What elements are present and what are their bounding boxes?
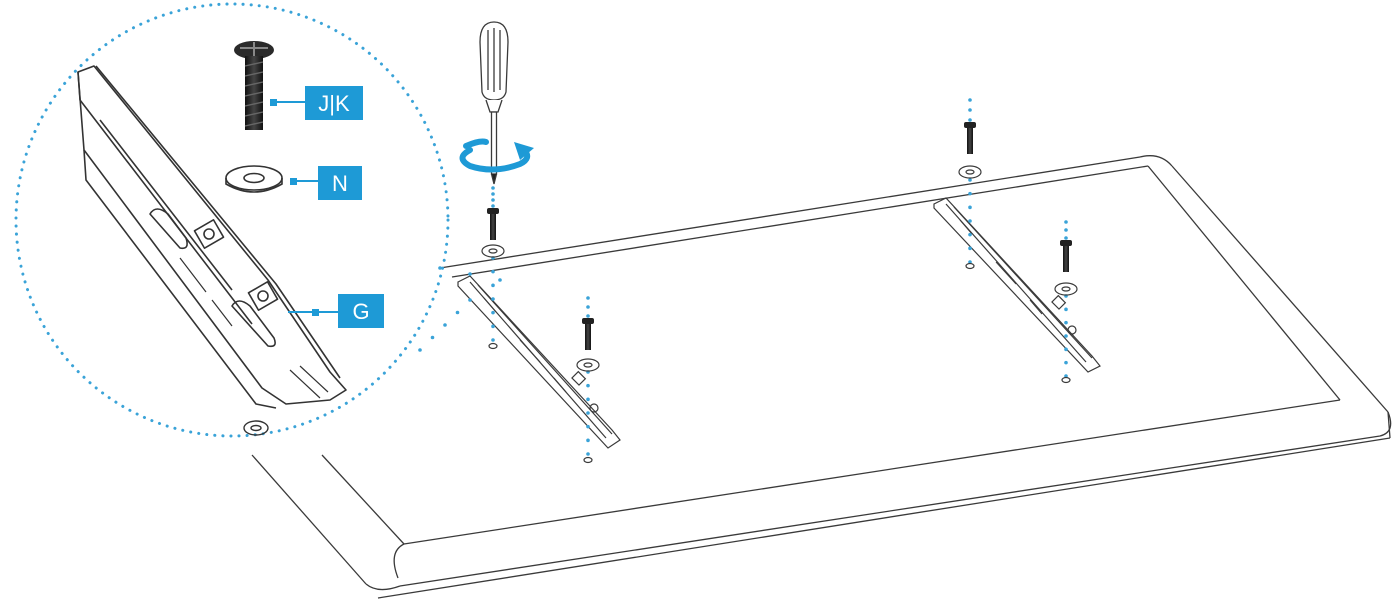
tv-corner-top-right (1139, 155, 1173, 167)
guide-dot (1064, 220, 1068, 224)
washer-icon (243, 420, 269, 436)
guide-dot (468, 298, 472, 302)
tv-front-inner (403, 399, 1341, 545)
guide-dot (418, 348, 422, 352)
guide-dot (1064, 236, 1068, 240)
guide-dot (968, 178, 972, 182)
guide-dot (491, 192, 495, 196)
tv-back-panel (251, 155, 1392, 599)
guide-dot (438, 266, 442, 270)
guide-dot (498, 278, 502, 282)
guide-dot (968, 219, 972, 223)
tv-top-edge (439, 156, 1141, 269)
guide-dot (468, 272, 472, 276)
detail-callout: J|K N G (14, 2, 450, 438)
guide-dot (1064, 307, 1068, 312)
bracket-right (933, 197, 1101, 373)
washer-icon (225, 165, 283, 193)
guide-dot (968, 98, 972, 102)
guide-dot (1064, 360, 1068, 365)
guide-dot (586, 438, 590, 443)
guide-dot (1064, 334, 1068, 338)
screw-icon (487, 122, 1072, 350)
guide-dot (586, 383, 590, 388)
guide-dot (968, 246, 972, 251)
tv-top-edge-inner (451, 165, 1149, 278)
tv-corner-bottom (365, 583, 401, 591)
guide-dot (491, 297, 495, 301)
label-bracket-text: G (352, 299, 369, 324)
guide-dot (586, 424, 590, 429)
tv-left-edge (251, 454, 367, 585)
guide-dot (586, 305, 590, 309)
tv-corner-front-left (393, 543, 405, 579)
detail-circle (14, 2, 450, 438)
guide-dot (586, 296, 590, 300)
guide-dot (968, 205, 972, 210)
tv-left-bevel (321, 454, 405, 545)
guide-dot (1064, 374, 1068, 378)
guide-dot (968, 118, 972, 122)
guide-dot (491, 186, 495, 190)
guide-dot (968, 260, 972, 264)
guide-dot (586, 397, 590, 402)
guide-dot (586, 411, 590, 415)
guide-dot (455, 310, 460, 315)
guide-dot (1064, 320, 1068, 325)
label-screw: J|K (305, 86, 363, 120)
tv-right-bevel (1147, 165, 1341, 401)
guide-dot (968, 191, 972, 196)
guide-dot (443, 323, 447, 327)
guide-dot (586, 314, 590, 318)
label-washer: N (318, 166, 362, 200)
bracket-left (457, 275, 621, 449)
screw-icon (234, 41, 274, 130)
guide-dot (1064, 347, 1068, 352)
label-washer-text: N (332, 171, 348, 196)
guide-dot (968, 232, 972, 237)
guide-dot (491, 324, 495, 329)
screwdriver-icon (479, 21, 509, 185)
leader-lines (272, 101, 338, 313)
guide-dot (1064, 228, 1068, 232)
guide-dot (491, 198, 495, 202)
guide-dot (491, 338, 495, 342)
tv-right-thickness (1387, 411, 1391, 439)
guide-dot (491, 269, 495, 274)
guide-dot (586, 452, 590, 456)
label-screw-text: J|K (318, 91, 350, 116)
bracket-icon (77, 65, 347, 409)
tv-right-edge (1171, 165, 1389, 413)
guide-dot (491, 310, 495, 315)
guide-dots (418, 98, 1068, 456)
guide-dot (491, 204, 495, 208)
guide-dot (968, 108, 972, 112)
label-bracket: G (338, 294, 384, 328)
washer-icon (481, 165, 1078, 464)
rotate-arrow-icon (459, 138, 534, 173)
guide-dot (430, 335, 435, 340)
guide-dot (491, 283, 495, 288)
tv-bottom-edge (377, 437, 1391, 599)
tv-front-outer (399, 411, 1392, 587)
